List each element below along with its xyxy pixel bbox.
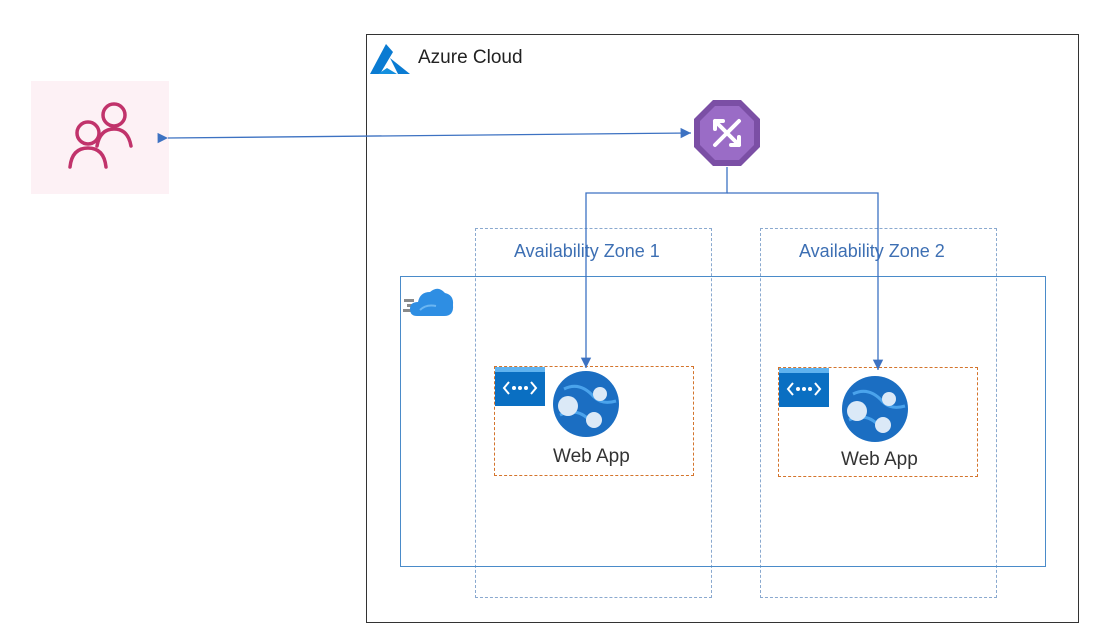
- users-icon: [68, 102, 133, 169]
- web-app-icon: [553, 371, 619, 437]
- front-door-icon: [694, 100, 760, 166]
- web-app-icon: [842, 376, 908, 442]
- app-service-endpoint-icon: [779, 368, 829, 407]
- azure-cloud-container: [366, 34, 1079, 623]
- web-app-1-label: Web App: [553, 446, 630, 467]
- azure-cloud-title: Azure Cloud: [418, 47, 523, 68]
- web-app-2-label: Web App: [841, 449, 918, 470]
- cloud-icon: [403, 288, 454, 316]
- zone-2-label: Availability Zone 2: [799, 241, 945, 261]
- azure-logo-icon: [370, 44, 410, 74]
- zone-1-label: Availability Zone 1: [514, 241, 660, 261]
- app-service-endpoint-icon: [495, 367, 545, 406]
